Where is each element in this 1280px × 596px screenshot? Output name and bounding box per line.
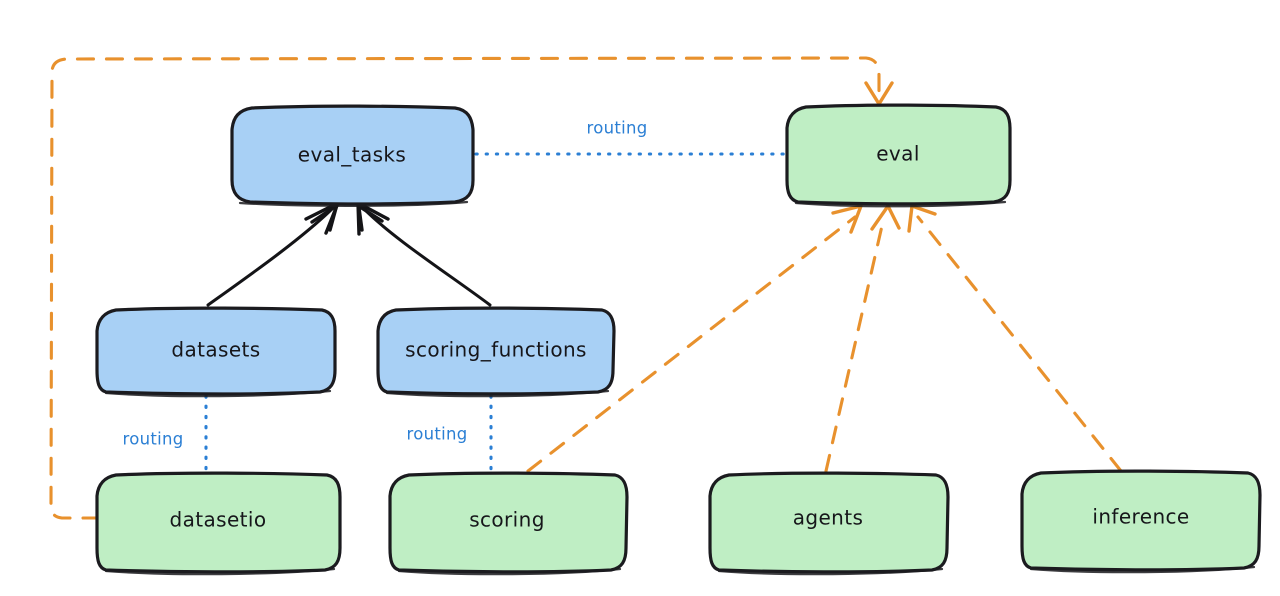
node-inference-label: inference <box>1092 505 1189 529</box>
node-datasets-label: datasets <box>171 338 260 362</box>
node-datasets[interactable]: datasets <box>95 306 337 398</box>
node-scoring-functions-label: scoring_functions <box>405 338 587 362</box>
edge-scoring-functions-to-eval-tasks <box>356 201 492 307</box>
edge-datasets-to-eval-tasks <box>206 201 340 307</box>
node-inference-box[interactable] <box>1020 469 1262 572</box>
node-datasetio-label: datasetio <box>169 508 266 532</box>
edge-inference-to-eval-arrowhead <box>907 204 937 233</box>
node-eval-box[interactable] <box>785 103 1012 206</box>
node-inference[interactable]: inference <box>1020 469 1262 574</box>
node-eval-label: eval <box>876 142 920 166</box>
node-datasetio[interactable]: datasetio <box>95 471 342 576</box>
node-scoring-functions-box[interactable] <box>376 306 616 396</box>
edge-inference-to-eval-line <box>916 215 1123 473</box>
edge-agents-to-eval-arrowhead <box>870 204 901 231</box>
edge-scoring-functions-to-eval-tasks-arrow-fill-b <box>358 205 384 223</box>
node-scoring[interactable]: scoring <box>388 471 629 576</box>
node-agents-label: agents <box>793 506 864 530</box>
node-eval-tasks-label: eval_tasks <box>298 143 406 167</box>
node-eval-tasks-box[interactable] <box>230 104 475 206</box>
edge-datasetio-to-eval-line <box>49 56 881 520</box>
node-agents-box[interactable] <box>708 471 950 574</box>
edge-scoring-to-eval-arrowhead <box>831 204 863 234</box>
edge-datasets-to-eval-tasks-line <box>206 207 334 307</box>
edge-datasets-to-eval-tasks-arrow-fill-a <box>310 204 338 224</box>
edge-agents-to-eval-line <box>824 215 886 473</box>
node-scoring-label: scoring <box>469 508 545 532</box>
edge-scoring-functions-to-eval-tasks-arrow-fill-a <box>357 206 364 232</box>
node-eval[interactable]: eval <box>785 103 1012 208</box>
edge-scoring-functions-to-eval-tasks-line <box>362 207 492 307</box>
edge-label-routing-left: routing <box>122 430 183 449</box>
edge-label-routing-top: routing <box>586 119 647 138</box>
edge-datasets-to-eval-tasks-arrow-fill-b <box>328 206 338 232</box>
node-eval-tasks[interactable]: eval_tasks <box>230 104 475 207</box>
edge-label-routing-mid: routing <box>406 425 467 444</box>
node-datasetio-box[interactable] <box>95 471 342 574</box>
node-agents[interactable]: agents <box>708 471 950 576</box>
edge-inference-to-eval <box>907 204 1123 473</box>
node-scoring-box[interactable] <box>388 471 629 574</box>
node-scoring-functions[interactable]: scoring_functions <box>376 306 616 398</box>
edge-scoring-to-eval-line <box>526 215 857 473</box>
node-datasets-box[interactable] <box>95 306 337 396</box>
edge-agents-to-eval <box>824 204 901 473</box>
